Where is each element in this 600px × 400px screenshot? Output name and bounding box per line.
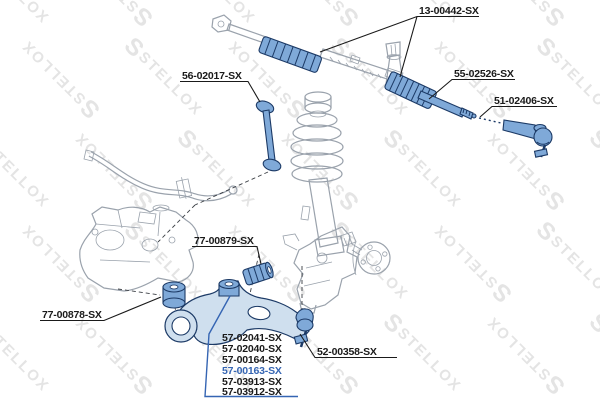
guide-link-to-subframe: [157, 204, 196, 243]
tie-rod-end-drawing: [502, 119, 553, 158]
label-ball-joint: 52-00358-SX: [317, 346, 377, 358]
part-list-item-highlighted[interactable]: 57-00163-SX: [222, 365, 282, 377]
ball-joint-drawing: [293, 308, 314, 348]
label-stab-link: 56-02017-SX: [182, 70, 242, 82]
label-inner-tie-rod-group: 55-02526-SX: [428, 68, 515, 100]
subframe-drawing: [79, 204, 199, 292]
control-arm-part-list: 57-02041-SX 57-02040-SX 57-00164-SX 57-0…: [222, 332, 282, 398]
guide-subframe-to-front-bushing: [117, 288, 161, 296]
left-rack-boot-drawing: [258, 36, 322, 73]
label-rack-boots: 13-00442-SX: [419, 5, 479, 17]
label-stab-link-group: 56-02017-SX: [180, 70, 261, 103]
coil-spring-strut-drawing: [290, 91, 345, 257]
part-list-item: 57-00164-SX: [222, 354, 282, 366]
part-list-item: 57-02040-SX: [222, 343, 282, 355]
part-list-item: 57-03913-SX: [222, 376, 282, 388]
guide-tie-rod-thread: [478, 117, 502, 124]
label-tie-rod-end-group: 51-02406-SX: [479, 95, 557, 118]
right-rack-boot-drawing: [384, 71, 437, 109]
guide-link-to-bar: [194, 171, 269, 206]
arm-front-bushing-drawing: [162, 281, 186, 309]
label-ball-joint-group: 52-00358-SX: [299, 333, 397, 359]
knuckle-hub-drawing: [282, 226, 391, 314]
stabilizer-bar-drawing: [83, 149, 238, 202]
label-rack-boots-group: 13-00442-SX: [319, 5, 479, 78]
arm-rear-bushing-drawing: [242, 261, 274, 286]
label-tie-rod-end: 51-02406-SX: [494, 95, 554, 107]
inner-tie-rod-drawing: [417, 90, 477, 120]
label-arm-rear-bushing-group: 77-00879-SX: [192, 235, 262, 265]
stabilizer-link-drawing: [255, 100, 282, 172]
label-arm-rear-bushing: 77-00879-SX: [194, 235, 254, 247]
label-inner-tie-rod: 55-02526-SX: [454, 68, 514, 80]
control-arm-list-bracket: [204, 295, 298, 398]
label-arm-front-bushing-group: 77-00878-SX: [40, 296, 162, 322]
part-list-item: 57-02041-SX: [222, 332, 282, 344]
left-tie-rod-drawing: [211, 14, 267, 44]
part-list-item: 57-03912-SX: [222, 386, 282, 398]
label-arm-front-bushing: 77-00878-SX: [42, 309, 102, 321]
